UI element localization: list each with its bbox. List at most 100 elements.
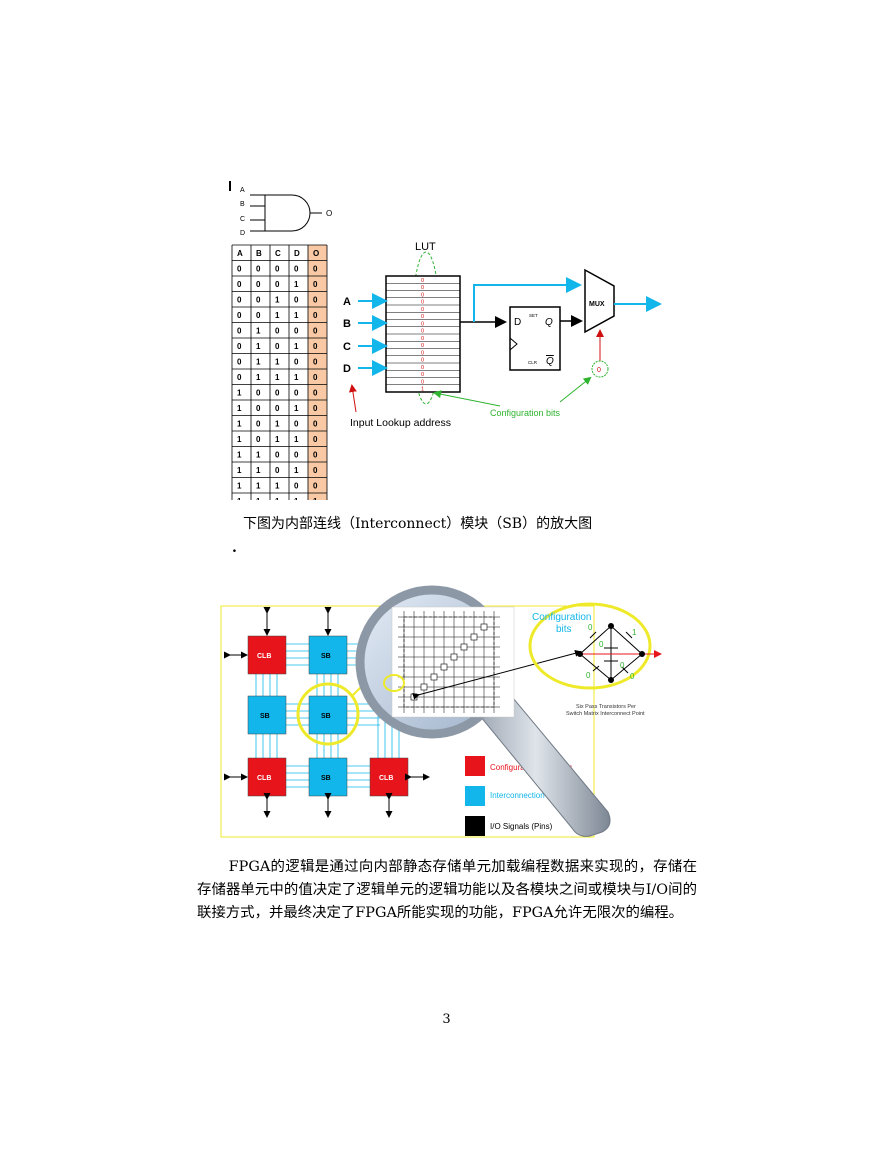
sb-block [308,757,348,797]
switch-point [460,643,468,651]
switch-point [420,683,428,691]
truth-table-cell: 0 [294,265,299,274]
transistor-bit-2: 1 [632,628,637,637]
truth-table-cell: 1 [256,327,261,336]
truth-table-cell: 1 [256,466,261,475]
ff-q-label: Q [545,317,553,328]
lut-input-b: B [343,318,351,330]
truth-table-cell: 1 [237,420,242,429]
lut-input-c: C [343,341,351,353]
zoom-panel [391,606,515,718]
truth-table-cell: 1 [294,435,299,444]
lut-bit: 0 [421,292,424,298]
truth-table-cell: 0 [256,389,261,398]
lut-bit: 0 [421,372,424,378]
legend-io-label: I/O Signals (Pins) [490,822,553,831]
truth-table-cell: 1 [294,404,299,413]
truth-table-cell: 0 [313,327,318,336]
legend-interconnect-swatch [465,786,485,806]
truth-table-cell: 1 [237,451,242,460]
truth-table-cell: 0 [313,342,318,351]
truth-table-cell: 0 [313,420,318,429]
truth-table-cell: 0 [313,466,318,475]
truth-table-cell: 0 [275,389,280,398]
transistor-bit-3: 0 [599,640,604,649]
truth-table-cell: 1 [275,497,280,500]
truth-table-cell: 0 [237,280,242,289]
truth-table-cell: 0 [294,358,299,367]
legend-clb-label: Configura [490,763,525,772]
lut-bit: 0 [421,307,424,313]
lut-input-d: D [343,363,351,375]
truth-table-cell: 1 [256,451,261,460]
truth-table-cell: 0 [313,296,318,305]
truth-table-cell: 0 [237,311,242,320]
truth-table-cell: 0 [275,466,280,475]
clb-label: CLB [379,775,393,782]
truth-table-cell: 0 [313,311,318,320]
truth-table-cell: 0 [313,373,318,382]
truth-table-cell: 1 [237,435,242,444]
truth-table-cell: 1 [256,482,261,491]
truth-table-cell: 0 [256,420,261,429]
truth-table-cell: 0 [237,265,242,274]
sb-block [308,635,348,675]
truth-table-cell: 1 [237,497,242,500]
config-label-line2: bits [556,624,572,635]
switch-point [410,693,418,701]
truth-table-cell: 0 [237,358,242,367]
truth-table-cell: 0 [294,420,299,429]
truth-table-cell: 1 [256,497,261,500]
truth-table-cell: 1 [237,404,242,413]
truth-table-cell: 1 [275,435,280,444]
lut-bit: 0 [421,329,424,335]
figure-caption: 下图为内部连线（Interconnect）模块（SB）的放大图 [243,516,593,532]
truth-table-cell: 0 [275,404,280,413]
clb-label: CLB [257,653,271,660]
gate-input-a: A [240,187,245,194]
truth-table-cell: 1 [237,389,242,398]
truth-table-cell: 1 [237,466,242,475]
truth-table-cell: 0 [275,342,280,351]
lut-bit: 0 [421,314,424,320]
caption-dot: . [232,540,237,556]
marker-bar [229,181,231,191]
lut-bit: 0 [421,300,424,306]
config-bits-label: Configuration bits [490,408,561,418]
switch-point [440,663,448,671]
legend-clb-swatch [465,756,485,776]
ff-set-label: SET [529,313,538,318]
legend-interconnect-label: Interconnection [490,791,545,800]
zoom-arrow [412,649,582,700]
truth-table-cell: 0 [256,296,261,305]
gate-input-d: D [240,230,245,237]
truth-table-cell: 0 [313,451,318,460]
pass-transistor-line2: Switch Matrix Interconnect Point [566,711,645,717]
truth-table-cell: 0 [275,327,280,336]
switch-point [470,633,478,641]
truth-table-cell: 0 [256,280,261,289]
switch-point [480,623,488,631]
gate-input-b: B [240,201,245,208]
body-paragraph: FPGA的逻辑是通过向内部静态存储单元加载编程数据来实现的，存储在存储器单元中的… [197,859,697,921]
truth-table-cell: 0 [256,265,261,274]
truth-table-cell: 0 [313,404,318,413]
truth-table-cell: 1 [237,482,242,491]
truth-table-cell: 0 [275,280,280,289]
truth-table-cell: 0 [313,389,318,398]
switch-point [430,673,438,681]
truth-table-cell: 1 [275,482,280,491]
ff-d-label: D [514,317,521,328]
truth-table-cell: 0 [237,296,242,305]
truth-table-header: B [256,249,262,258]
transistor-bit-1: 0 [588,623,593,632]
sb-label: SB [321,653,331,660]
truth-table-header: C [275,249,281,258]
truth-table-cell: 1 [275,420,280,429]
clb-block [247,635,287,675]
truth-table-cell: 1 [294,373,299,382]
truth-table-cell: 1 [294,311,299,320]
truth-table-cell: 0 [313,358,318,367]
